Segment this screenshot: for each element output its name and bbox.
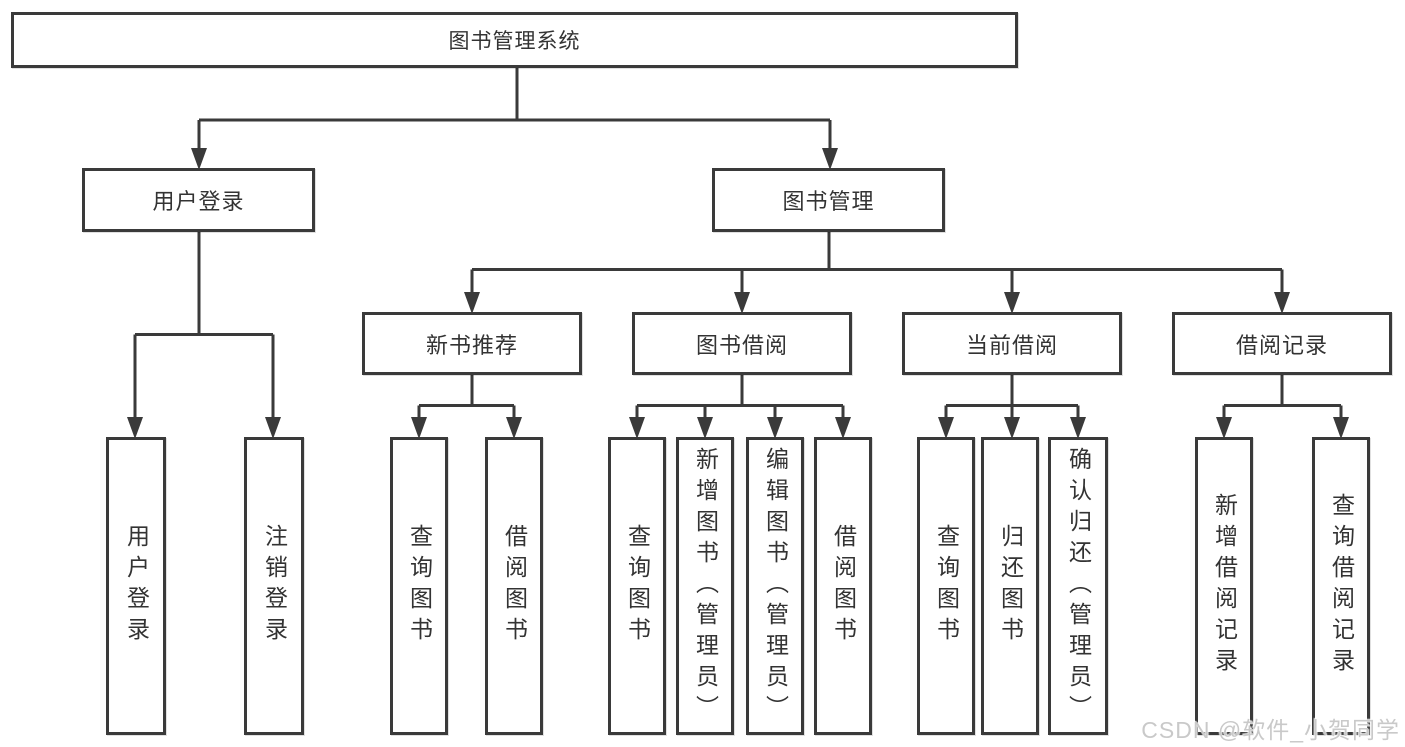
- csdn-watermark: CSDN @软件_小贺同学: [1141, 717, 1400, 743]
- leaf-newbook-borrow-book: 借阅图书: [485, 437, 543, 735]
- leaf-label: 归还图书: [997, 524, 1024, 648]
- leaf-label: 新增借阅记录: [1211, 493, 1238, 679]
- node-root-library-system: 图书管理系统: [11, 12, 1018, 68]
- node-label: 图书管理系统: [448, 30, 581, 53]
- leaf-label: 确认归还（管理员）: [1065, 446, 1092, 726]
- leaf-borrowing-edit-book-admin: 编辑图书（管理员）: [746, 437, 804, 735]
- node-label: 借阅记录: [1235, 332, 1328, 358]
- leaf-label: 查询借阅记录: [1328, 493, 1355, 679]
- leaf-label: 新增图书（管理员）: [692, 446, 719, 726]
- leaf-logout: 注销登录: [244, 437, 304, 735]
- leaf-user-login: 用户登录: [106, 437, 166, 735]
- node-user-login: 用户登录: [82, 168, 315, 232]
- leaf-current-return-book: 归还图书: [981, 437, 1039, 735]
- leaf-label: 用户登录: [123, 524, 150, 648]
- node-label: 图书借阅: [695, 332, 788, 358]
- leaf-label: 查询图书: [933, 524, 960, 648]
- leaf-current-confirm-return-admin: 确认归还（管理员）: [1048, 437, 1108, 735]
- node-label: 当前借阅: [965, 332, 1058, 358]
- node-book-borrowing: 图书借阅: [632, 312, 852, 375]
- leaf-label: 查询图书: [406, 524, 433, 648]
- leaf-label: 查询图书: [624, 524, 651, 648]
- leaf-label: 借阅图书: [501, 524, 528, 648]
- leaf-borrowing-add-book-admin: 新增图书（管理员）: [676, 437, 734, 735]
- node-label: 新书推荐: [425, 332, 518, 358]
- leaf-label: 编辑图书（管理员）: [762, 446, 789, 726]
- node-label: 图书管理: [782, 189, 875, 214]
- node-current-borrowing: 当前借阅: [902, 312, 1122, 375]
- leaf-record-add-borrow-record: 新增借阅记录: [1195, 437, 1253, 735]
- leaf-record-query-borrow-record: 查询借阅记录: [1312, 437, 1370, 735]
- leaf-newbook-query-book: 查询图书: [390, 437, 448, 735]
- leaf-current-query-book: 查询图书: [917, 437, 975, 735]
- node-new-book-recommend: 新书推荐: [362, 312, 582, 375]
- node-label: 用户登录: [152, 189, 245, 214]
- leaf-borrowing-query-book: 查询图书: [608, 437, 666, 735]
- leaf-label: 注销登录: [261, 524, 288, 648]
- leaf-borrowing-borrow-book: 借阅图书: [814, 437, 872, 735]
- node-book-management: 图书管理: [712, 168, 945, 232]
- leaf-label: 借阅图书: [830, 524, 857, 648]
- node-borrowing-records: 借阅记录: [1172, 312, 1392, 375]
